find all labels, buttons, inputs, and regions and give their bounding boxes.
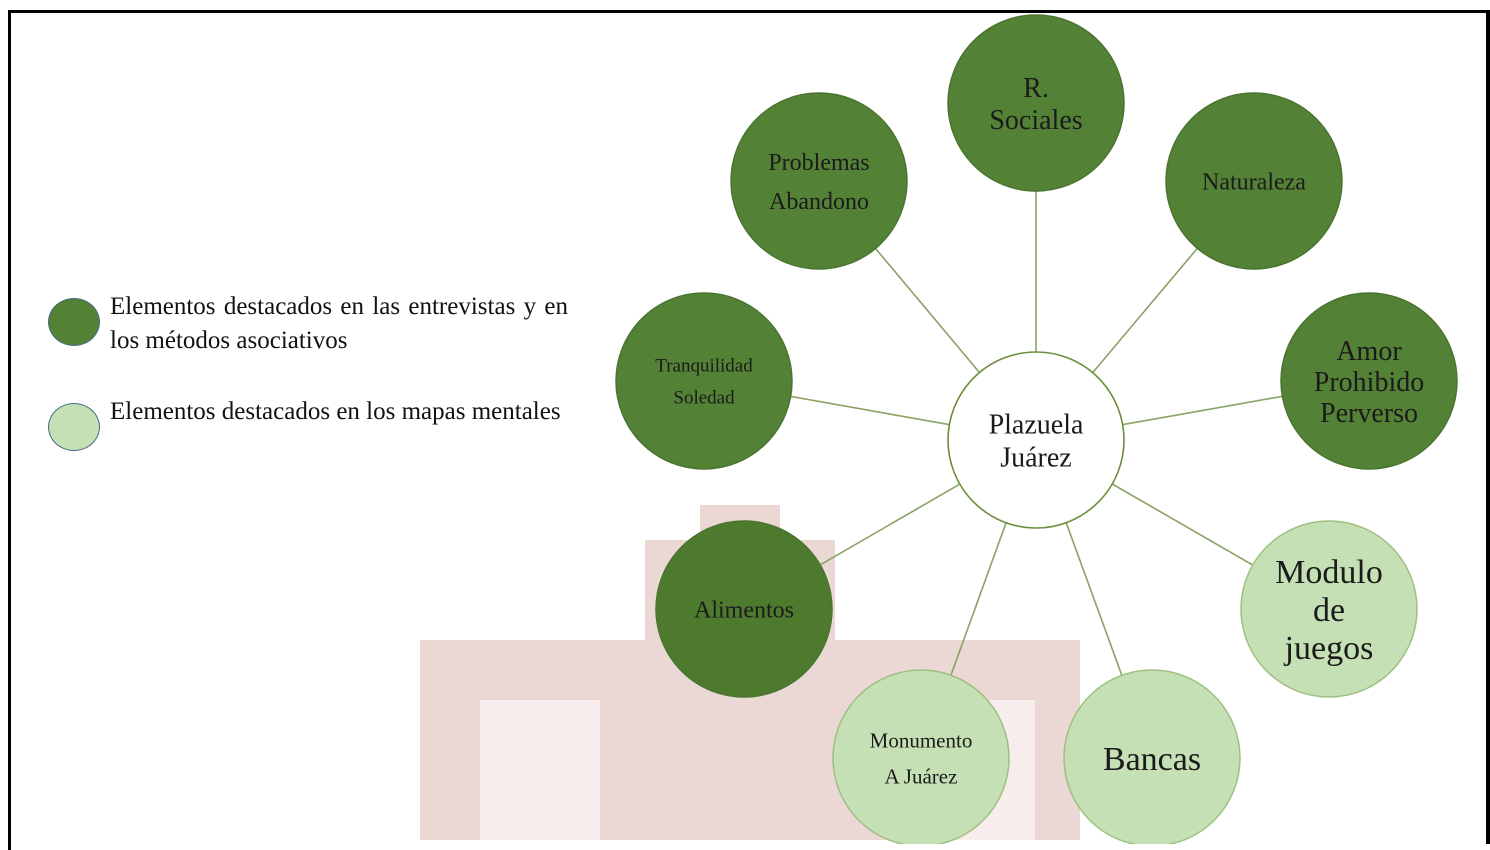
problemas-abandono-label-line: Abandono [769,189,869,215]
modulo-de-juegos-label-line: Modulo [1275,554,1383,591]
figure-frame-right-edge [1486,10,1490,844]
center-label-line: Plazuela [989,409,1084,440]
node-circle-bancas [1063,669,1241,844]
monumento-a-juarez-label-line: A Juárez [885,764,958,788]
node-circle-monumento-a-juarez [832,669,1010,844]
legend-label-dark: Elementos destacados en las entrevistas … [110,293,568,354]
node-circle-tranquilidad-soledad [615,292,793,470]
problemas-abandono-label-line: Problemas [768,150,869,176]
center-label-line: Juárez [1000,442,1072,473]
amor-prohibido-perverso-label-line: Perverso [1320,398,1418,429]
tranquilidad-soledad-label-line: Soledad [673,388,735,409]
nodes: ProblemasAbandonoR.SocialesNaturalezaTra… [615,14,1458,844]
node-naturaleza: Naturaleza [1165,92,1343,270]
node-alimentos: Alimentos [655,520,833,698]
node-circle-amor-prohibido-perverso [1280,292,1458,470]
node-circle-alimentos [655,520,833,698]
r-sociales-label-line: Sociales [989,105,1082,136]
alimentos-label-line: Alimentos [694,597,794,623]
modulo-de-juegos-label-line: de [1313,592,1345,629]
center-circle [947,351,1125,529]
node-circle-problemas-abandono [730,92,908,270]
legend-swatch-dark [48,298,100,346]
node-monumento-a-juarez: Monumento A Juárez [832,669,1010,844]
node-circle-r-sociales [947,14,1125,192]
naturaleza-label-line: Naturaleza [1202,169,1306,195]
legend-swatch-light [48,403,100,451]
node-circle-modulo-de-juegos [1240,520,1418,698]
tranquilidad-soledad-label-line: Tranquilidad [655,356,753,377]
r-sociales-label-line: R. [1023,73,1049,104]
amor-prohibido-perverso-label-line: Prohibido [1314,367,1424,398]
node-bancas: Bancas [1063,669,1241,844]
monumento-a-juarez-label-line: Monumento [870,728,973,752]
bancas-label-line: Bancas [1103,741,1201,778]
figure-frame [8,10,1486,850]
modulo-de-juegos-label-line: juegos [1284,630,1374,667]
node-circle-naturaleza [1165,92,1343,270]
amor-prohibido-perverso-label-line: Amor [1336,336,1402,367]
legend-label-light: Elementos destacados en los mapas mental… [110,398,561,425]
node-r-sociales: R.Sociales [947,14,1125,192]
